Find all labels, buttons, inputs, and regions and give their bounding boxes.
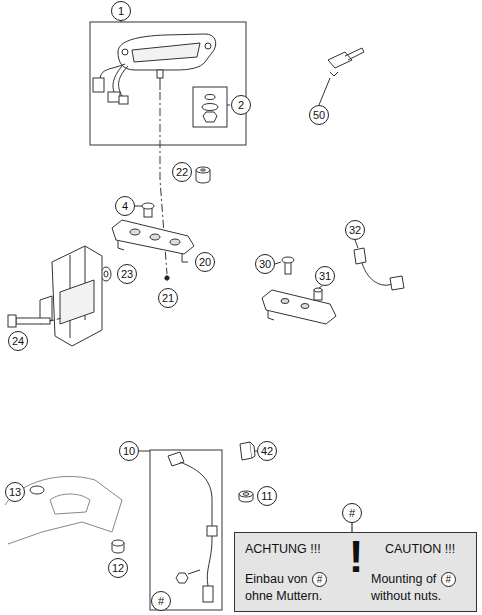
caution-text: CAUTION !!! <box>385 541 473 558</box>
callout-number: 24 <box>8 331 28 351</box>
callout-number: # <box>342 503 362 523</box>
callout-number: 13 <box>5 482 25 502</box>
callout-number: 10 <box>119 441 139 461</box>
subgroup-frame <box>193 87 227 127</box>
leader-connector <box>351 523 352 532</box>
callout-label: 23 <box>121 269 133 280</box>
instrument-cluster <box>118 34 216 90</box>
group-frame <box>150 450 222 610</box>
leader-line <box>227 105 230 106</box>
headlight-bracket <box>40 246 102 346</box>
nut <box>239 491 253 502</box>
group-frame <box>90 22 246 145</box>
clip <box>240 442 257 460</box>
callout-label: 11 <box>261 491 272 502</box>
callout-label: 50 <box>313 110 325 121</box>
callout-number: 11 <box>257 486 277 506</box>
leader-line <box>139 451 150 452</box>
callout-number: 4 <box>115 196 135 216</box>
caution-text: Mounting of # without nuts. <box>371 571 473 605</box>
callout-label: 20 <box>199 257 211 268</box>
speed-sensor-cable <box>168 452 217 602</box>
callout-label: 21 <box>162 293 174 304</box>
callout-number: 31 <box>315 266 335 286</box>
nut <box>112 540 124 553</box>
rivet <box>165 276 169 280</box>
callout-label: 24 <box>12 336 24 347</box>
grommet <box>135 203 154 217</box>
inline-callout: # <box>312 572 327 587</box>
callout-label: 13 <box>9 487 21 498</box>
cable-holder <box>112 220 194 262</box>
o-ring-set <box>202 95 218 123</box>
inline-callout: # <box>441 572 456 587</box>
callout-number: 21 <box>158 288 178 308</box>
callout-label: 10 <box>123 446 135 457</box>
callout-label: # <box>158 596 164 607</box>
callout-number: 12 <box>108 558 128 578</box>
callout-label: 31 <box>319 271 331 282</box>
rubber-bushing <box>196 167 210 183</box>
callout-number: 23 <box>117 264 137 284</box>
screw <box>275 257 294 274</box>
callout-number: # <box>151 591 171 611</box>
bolt <box>8 315 62 327</box>
callout-label: 4 <box>122 201 128 212</box>
callout-number: 42 <box>257 441 277 461</box>
connector-part <box>319 48 364 105</box>
o-ring <box>30 486 44 494</box>
callout-number: 22 <box>172 162 192 182</box>
spacer <box>314 286 322 300</box>
callout-number: 32 <box>345 220 365 240</box>
callout-label: 32 <box>349 225 361 236</box>
callout-number: 50 <box>309 105 329 125</box>
callout-label: 1 <box>118 6 124 17</box>
fork-outline <box>5 476 122 544</box>
callout-number: 30 <box>255 254 275 274</box>
callout-label: 2 <box>238 100 244 111</box>
callout-number: 20 <box>195 252 215 272</box>
caution-text: ACHTUNG !!! <box>245 541 340 558</box>
callout-label: 42 <box>261 446 273 457</box>
callout-number: 2 <box>231 95 251 115</box>
cable-holder-alt <box>262 290 336 324</box>
callout-label: # <box>349 508 355 519</box>
callout-label: 30 <box>259 259 271 270</box>
callout-label: 22 <box>176 167 188 178</box>
warning-symbol: ! <box>345 533 367 581</box>
caution-box: ACHTUNG !!!! CAUTION !!! Einbau von # ohne… <box>234 532 477 612</box>
wiring-harness <box>93 64 128 104</box>
callout-label: 12 <box>112 563 124 574</box>
callout-number: 1 <box>111 1 131 21</box>
sensor-cable <box>354 240 404 290</box>
caution-text: Einbau von # ohne Muttern. <box>245 571 345 605</box>
